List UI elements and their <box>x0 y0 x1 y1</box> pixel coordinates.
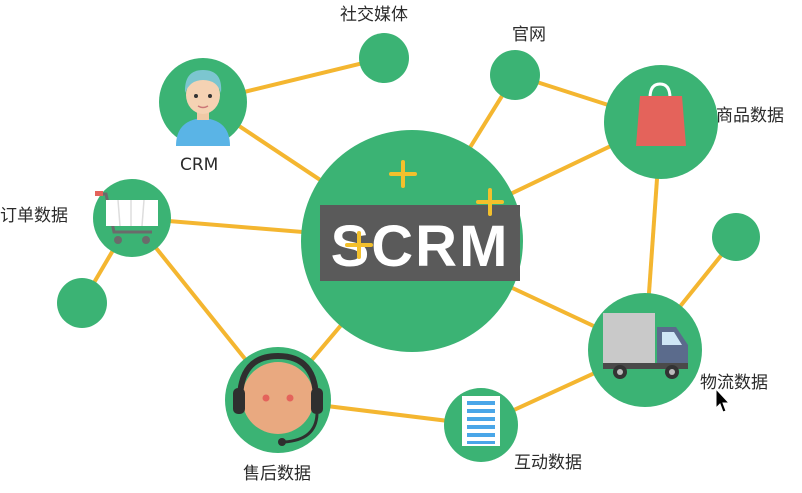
node-aftersales <box>225 347 331 453</box>
node-product <box>604 65 718 179</box>
node-dot-left <box>57 278 107 328</box>
label-interaction: 互动数据 <box>514 453 582 473</box>
headset-icon <box>233 352 323 446</box>
label-website: 官网 <box>512 25 546 45</box>
person-avatar-icon <box>176 70 230 146</box>
node-interaction <box>444 388 518 462</box>
label-crm: CRM <box>180 155 219 175</box>
mouse-cursor-icon <box>715 387 731 413</box>
node-website <box>490 50 540 100</box>
node-social <box>359 33 409 83</box>
node-order <box>93 179 171 257</box>
hub-node: SCRM <box>301 130 523 352</box>
document-list-icon <box>462 396 500 446</box>
label-aftersales: 售后数据 <box>243 464 311 484</box>
node-dot-right <box>712 213 760 261</box>
truck-icon <box>603 313 688 379</box>
node-logistics <box>588 293 702 407</box>
label-product: 商品数据 <box>716 106 784 126</box>
label-logistics: 物流数据 <box>700 373 768 393</box>
label-order: 订单数据 <box>0 206 68 226</box>
shopping-cart-icon <box>95 191 158 244</box>
shopping-bag-icon <box>636 82 686 146</box>
label-social: 社交媒体 <box>340 5 408 25</box>
node-crm <box>159 58 247 146</box>
plus-sparkle-icon <box>345 160 504 259</box>
